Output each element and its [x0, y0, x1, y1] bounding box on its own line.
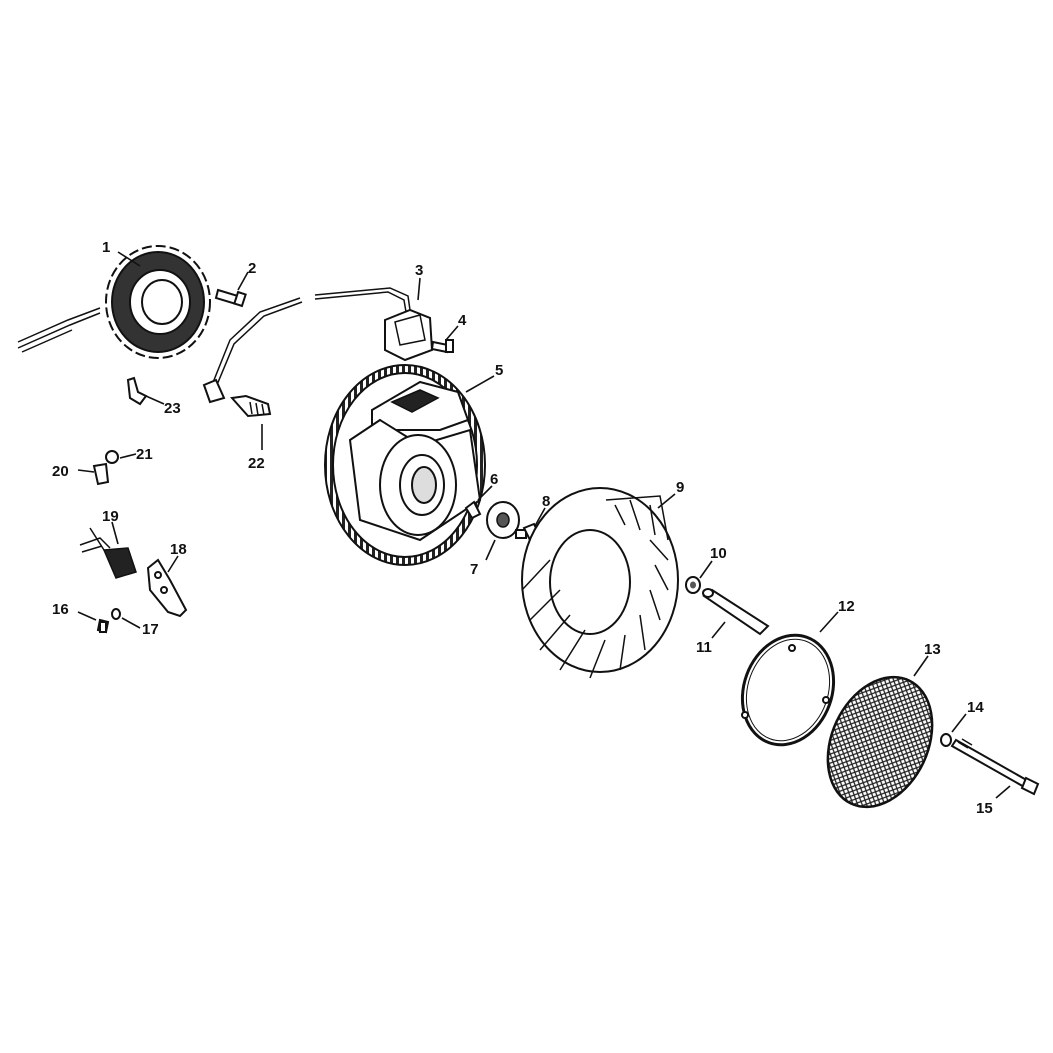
callout-14: 14	[967, 699, 984, 716]
callout-17: 17	[142, 621, 159, 638]
callout-9: 9	[676, 479, 684, 496]
callout-6: 6	[490, 471, 498, 488]
clip-part	[92, 462, 110, 486]
callout-8: 8	[542, 493, 550, 510]
washer-part	[940, 733, 952, 747]
bracket-part	[146, 558, 188, 618]
sleeve-part	[702, 588, 770, 636]
spacer-washer-part	[685, 576, 701, 594]
washer-part	[105, 450, 119, 464]
washer-part	[486, 501, 520, 539]
leader-lines	[77, 251, 1011, 799]
callout-labels: 1 2 3 4 5 6 7 8 9 10 11 12 13 14 15 16 1…	[52, 239, 993, 817]
stator-part	[17, 245, 211, 359]
key-part	[464, 500, 482, 520]
fan-part	[521, 487, 679, 679]
spark-plug-part	[230, 394, 272, 418]
callout-7: 7	[470, 561, 478, 578]
screw-part	[214, 288, 247, 308]
callout-19: 19	[102, 508, 119, 525]
callout-2: 2	[248, 260, 256, 277]
callout-16: 16	[52, 601, 69, 618]
clip-part	[126, 376, 148, 406]
long-bolt-part	[950, 738, 1040, 796]
callout-11: 11	[696, 639, 712, 656]
callout-4: 4	[458, 312, 467, 329]
switch-part	[79, 527, 137, 579]
callout-20: 20	[52, 463, 69, 480]
callout-13: 13	[924, 641, 941, 658]
screen-part	[826, 675, 934, 809]
flywheel-part	[324, 364, 486, 566]
callout-18: 18	[170, 541, 187, 558]
callout-5: 5	[495, 362, 503, 379]
callout-10: 10	[710, 545, 727, 562]
callout-15: 15	[976, 800, 993, 817]
ignition-module-part	[202, 287, 434, 404]
callout-22: 22	[248, 455, 265, 472]
callout-1: 1	[102, 239, 110, 256]
callout-3: 3	[415, 262, 423, 279]
small-screw-part	[96, 618, 110, 634]
small-washer-part	[111, 608, 121, 620]
callout-21: 21	[136, 446, 153, 463]
retainer-ring-part	[740, 633, 836, 747]
callout-12: 12	[838, 598, 855, 615]
callout-23: 23	[164, 400, 181, 417]
screw-part	[430, 339, 454, 354]
